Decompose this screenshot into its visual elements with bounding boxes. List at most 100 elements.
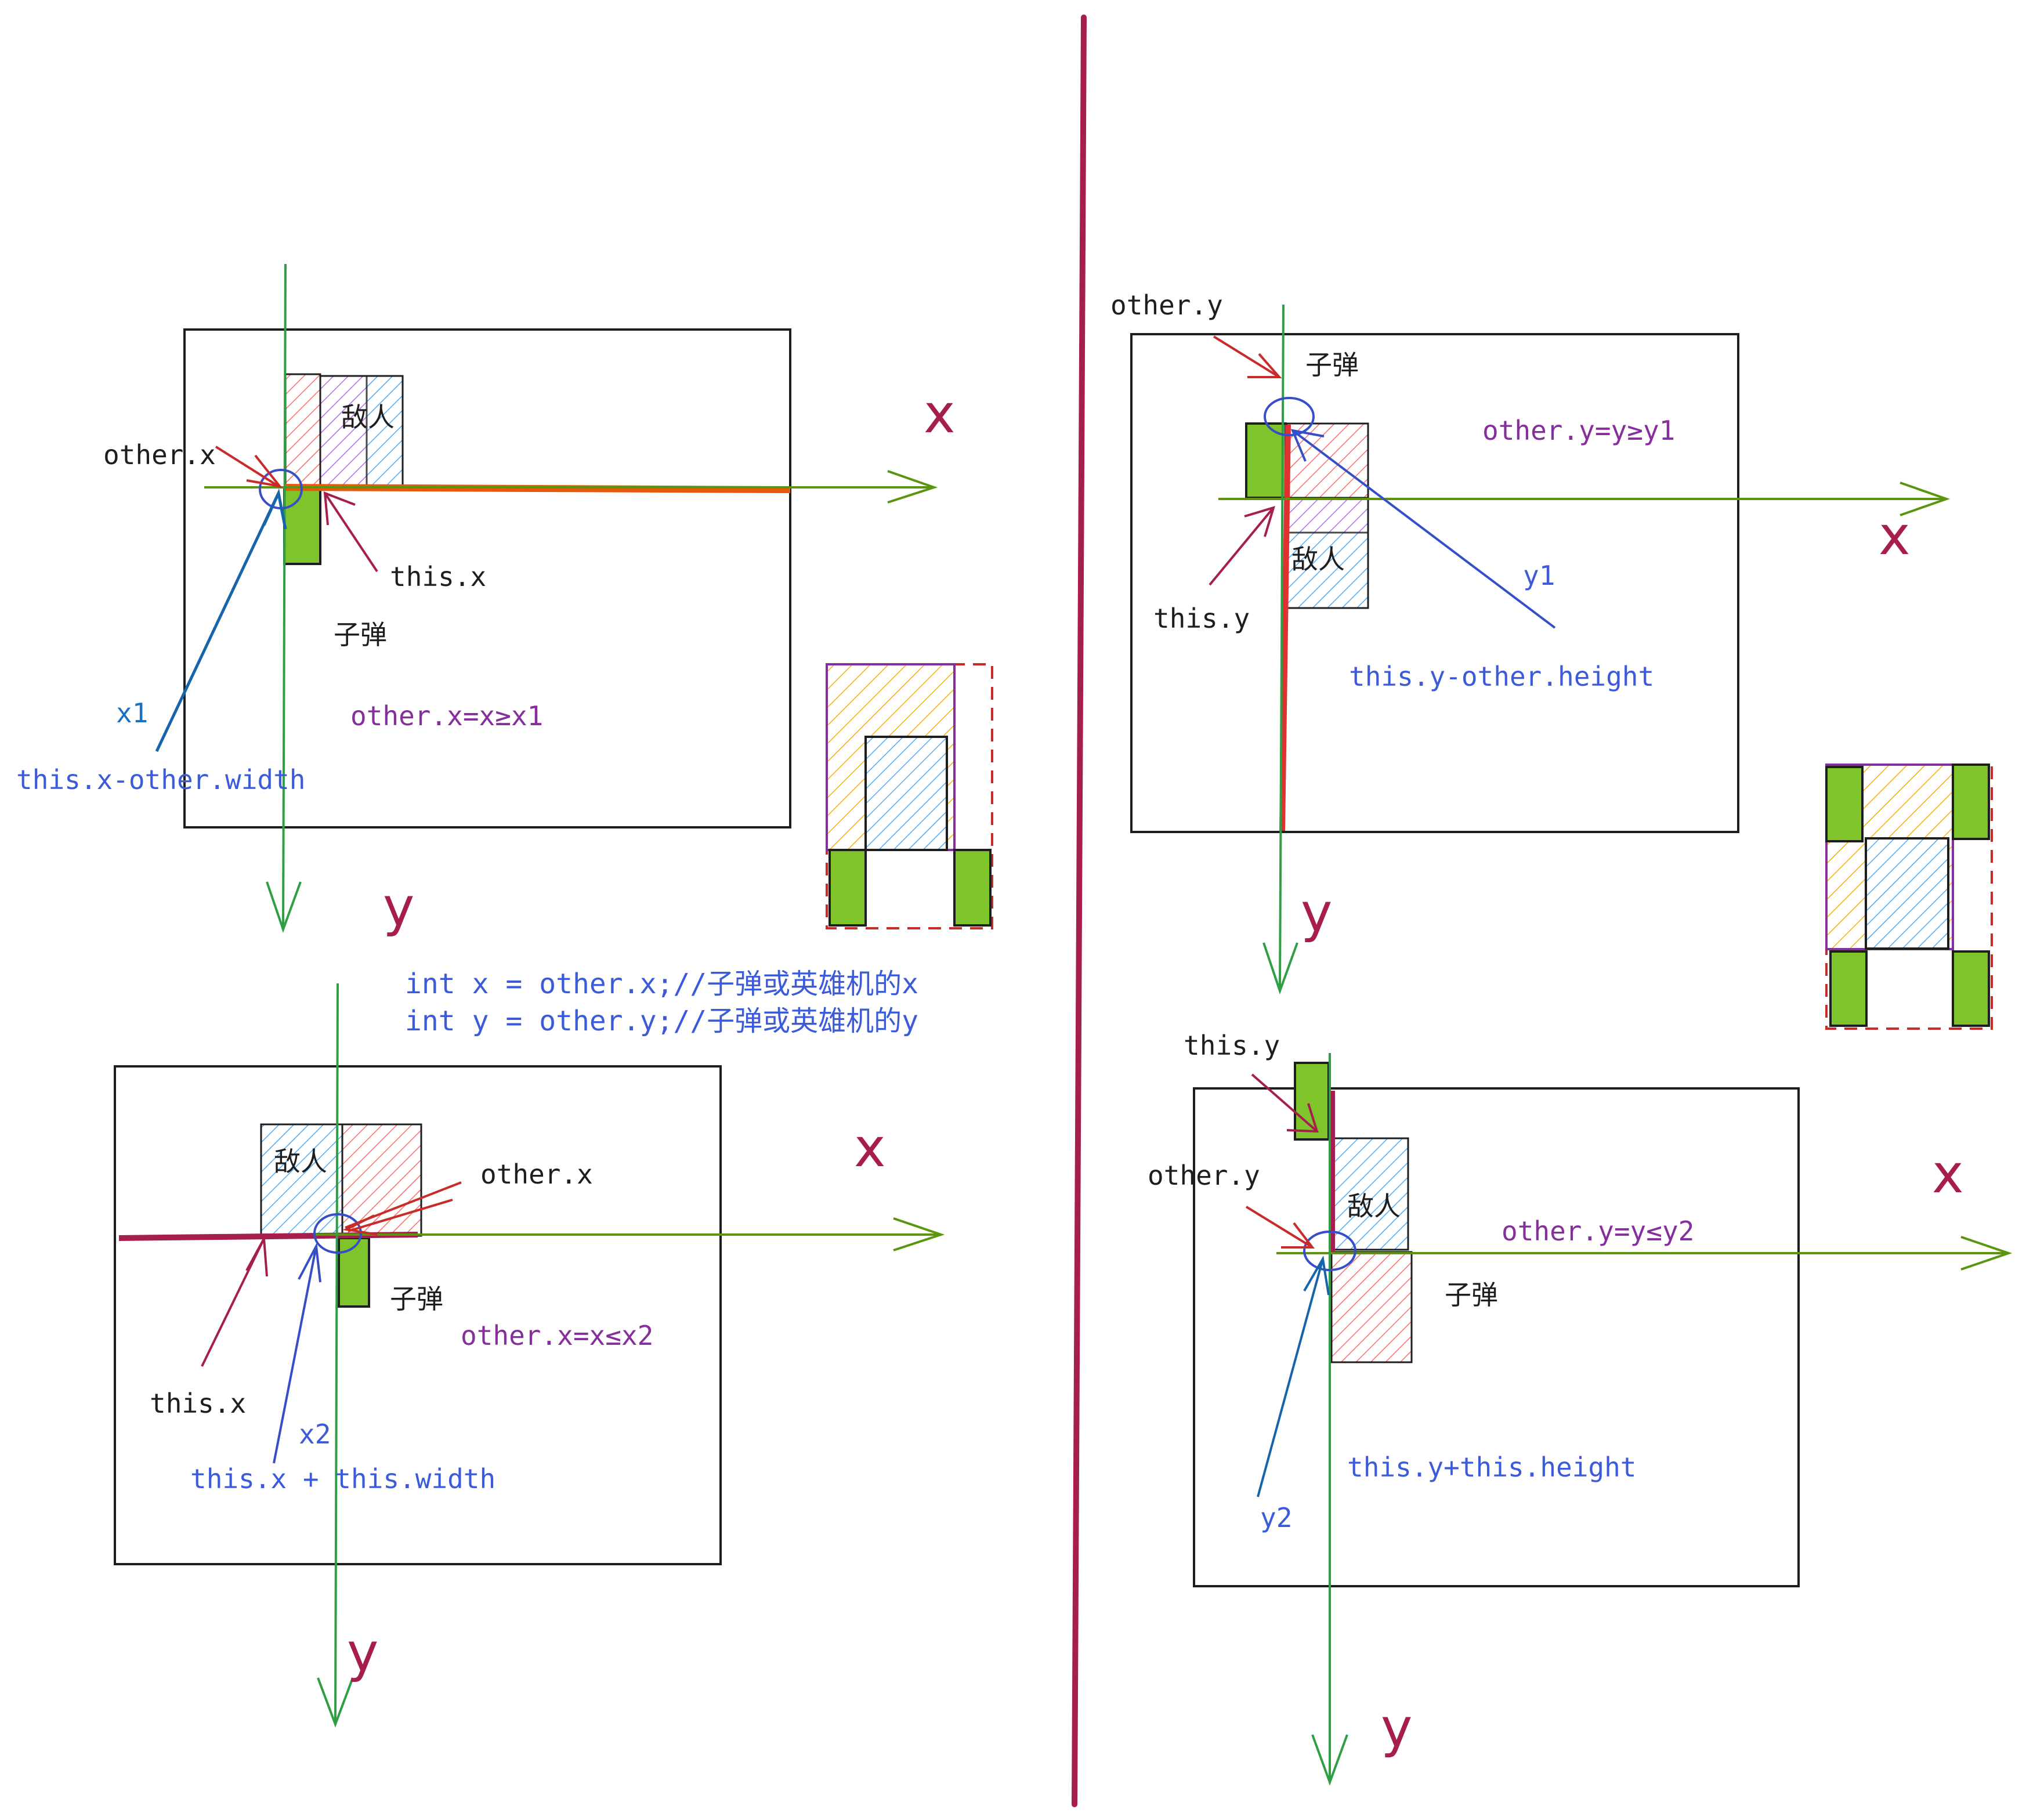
other-y-arrowhead <box>1247 353 1282 378</box>
condition-text: other.y=y≥y1 <box>1482 415 1675 446</box>
other-x-arrow-2 <box>348 1199 453 1232</box>
y-axis-arrow <box>266 881 302 933</box>
hit-zone-enemy <box>864 736 948 851</box>
enemy-label: 敌人 <box>1291 544 1345 575</box>
condition-text: other.x=x≥x1 <box>350 700 543 732</box>
y1-arrowhead <box>1290 429 1325 462</box>
bullet-label: 子弹 <box>390 1283 443 1315</box>
enemy-blue <box>1330 1137 1409 1251</box>
this-x-arrowhead <box>323 491 356 526</box>
code-line-2: int y = other.y;//子弹或英雄机的y <box>405 1005 918 1037</box>
hit-zone-bullet-tl <box>1825 766 1864 842</box>
screen-frame <box>183 328 791 828</box>
other-x-arrow <box>215 446 280 487</box>
bullet-label: 子弹 <box>1305 349 1359 381</box>
panel-divider <box>1072 15 1087 1807</box>
x2-label: x2 <box>299 1419 331 1450</box>
hit-zone-bullet-br <box>1952 950 1990 1027</box>
range-line <box>1279 424 1291 831</box>
this-y-arrow <box>1209 506 1275 586</box>
this-object-red <box>1330 1251 1413 1363</box>
panel-top-left: 敌人 x y other.x this.x 子弹 x1 this.x-other… <box>16 263 955 938</box>
hit-zone-bullet-right <box>953 849 992 927</box>
code-line-1: int x = other.x;//子弹或英雄机的x <box>405 968 918 1000</box>
x2-arrowhead <box>298 1242 321 1283</box>
x2-formula: this.x + this.width <box>190 1463 495 1495</box>
panel-bottom-left: 敌人 x y other.x this.x 子弹 other.x=x≤x2 x2… <box>114 983 945 1728</box>
hit-zone-illustration-right <box>1825 764 1993 1030</box>
screen-frame <box>1130 333 1739 833</box>
panel-top-right: 敌人 x y other.y 子弹 this.y other.y=y≥y1 y1… <box>1110 290 1951 995</box>
screen-frame <box>1193 1087 1800 1587</box>
y-axis <box>1279 304 1285 990</box>
this-x-arrowhead <box>245 1235 268 1277</box>
x1-arrowhead <box>262 488 287 530</box>
x2-arrow <box>273 1246 317 1464</box>
y-axis-label: y <box>383 876 414 938</box>
screen-frame <box>114 1065 722 1565</box>
other-y-arrow <box>1213 335 1280 378</box>
hit-zone-bounds <box>826 663 993 929</box>
other-y-arrow <box>1245 1206 1314 1249</box>
x-axis-label: x <box>1932 1143 1963 1205</box>
bullet-block <box>283 487 321 565</box>
hit-zone-bullet-left <box>829 849 867 927</box>
hit-zone-bounds <box>1825 764 1993 1030</box>
y-axis-arrow <box>1262 942 1298 995</box>
other-x-arrowhead <box>342 1214 378 1236</box>
x-axis-arrow <box>887 470 938 504</box>
this-object-red <box>341 1123 422 1237</box>
hit-zone-enemy <box>1865 837 1949 950</box>
x1-arrow <box>155 492 280 752</box>
bullet-label: 子弹 <box>334 619 387 650</box>
x1-formula: this.x-other.width <box>16 764 306 795</box>
other-x-label: other.x <box>480 1159 593 1190</box>
y-axis <box>334 983 339 1724</box>
enemy-overlap <box>319 375 368 489</box>
x1-label: x1 <box>116 697 148 729</box>
this-x-arrow <box>324 492 378 573</box>
x-axis-label: x <box>1879 505 1910 567</box>
y1-formula: this.y-other.height <box>1349 661 1654 692</box>
other-x-arrowhead <box>246 454 283 488</box>
this-y-label: this.y <box>1153 603 1250 634</box>
collision-point-circle <box>313 1213 362 1254</box>
other-x-label: other.x <box>103 439 216 471</box>
x-axis-label: x <box>854 1117 885 1179</box>
this-y-arrowhead <box>1244 506 1275 537</box>
this-object-red <box>284 373 321 489</box>
enemy-overlap <box>1286 497 1369 534</box>
condition-text: other.x=x≤x2 <box>461 1320 653 1351</box>
enemy-blue <box>260 1123 343 1237</box>
hit-zone-bullet-tr <box>1952 764 1990 840</box>
condition-text: other.y=y≤y2 <box>1502 1215 1694 1247</box>
y2-formula: this.y+this.height <box>1347 1452 1637 1483</box>
panel-bottom-right: 敌人 x y this.y other.y other.y=y≤y2 子弹 y2… <box>1148 1030 2013 1786</box>
this-y-label: this.y <box>1184 1030 1280 1061</box>
y-axis <box>282 263 287 929</box>
other-y-label: other.y <box>1148 1160 1260 1191</box>
enemy-label: 敌人 <box>1347 1191 1401 1222</box>
collision-point-circle <box>1303 1231 1356 1271</box>
x-axis-arrow <box>893 1217 945 1251</box>
y-axis-arrow <box>1311 1734 1348 1786</box>
other-y-label: other.y <box>1110 290 1223 321</box>
y2-arrowhead <box>1303 1255 1330 1296</box>
y-axis-label: y <box>347 1622 378 1684</box>
y2-arrow <box>1257 1258 1324 1497</box>
other-y-arrowhead <box>1281 1222 1315 1249</box>
this-y-arrow <box>1251 1073 1318 1132</box>
enemy-label: 敌人 <box>341 401 395 433</box>
hit-zone-bullet-bl <box>1829 950 1868 1027</box>
x-axis-label: x <box>924 383 955 445</box>
x-axis-arrow <box>1960 1236 2013 1271</box>
y-axis-label: y <box>1381 1697 1412 1759</box>
y1-label: y1 <box>1523 560 1555 591</box>
y-axis-label: y <box>1301 882 1332 944</box>
this-y-arrowhead <box>1286 1103 1319 1133</box>
y1-arrow <box>1291 429 1556 629</box>
bullet-label: 子弹 <box>1445 1279 1498 1311</box>
y2-label: y2 <box>1260 1502 1292 1533</box>
this-x-label: this.x <box>150 1388 246 1419</box>
